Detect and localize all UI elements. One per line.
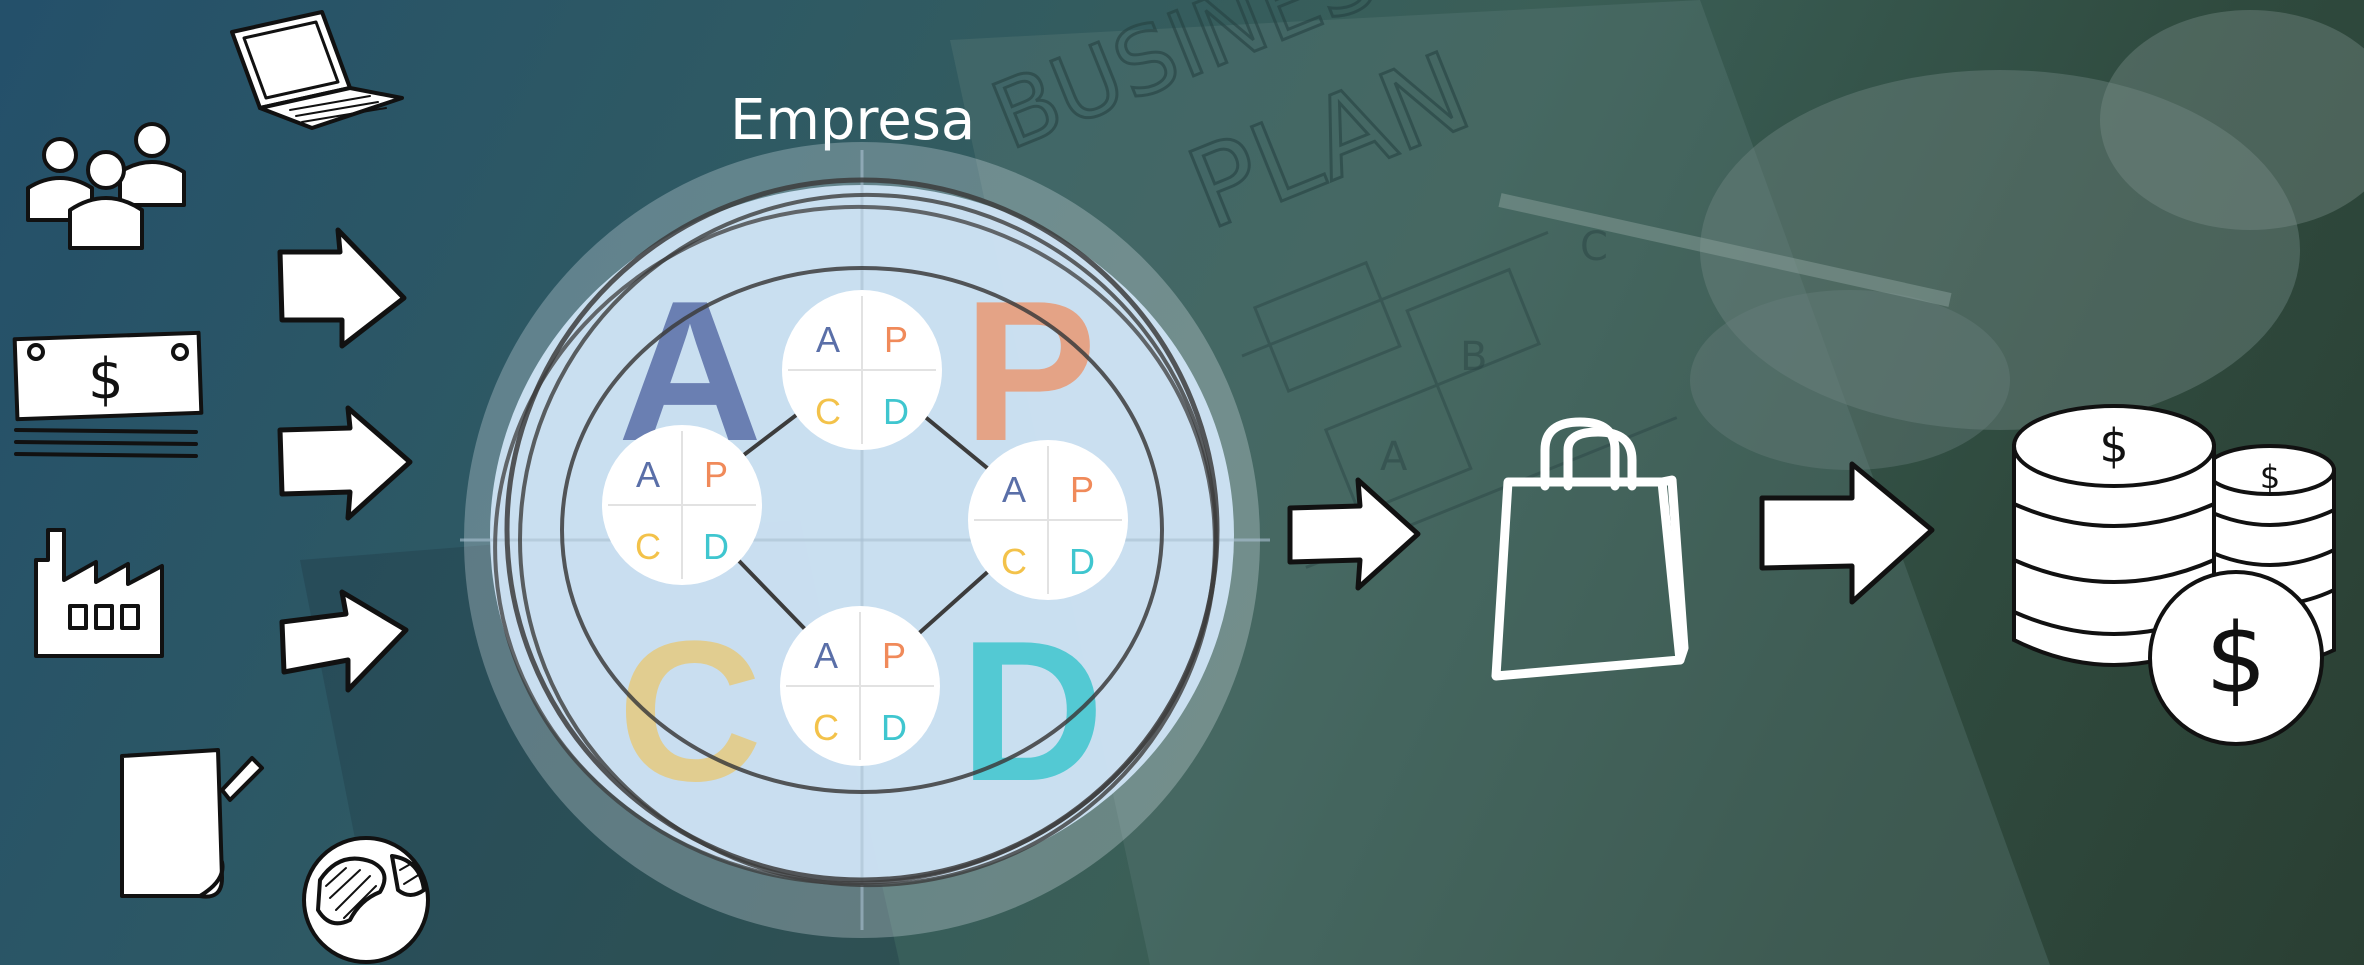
coin-symbol-front: $ bbox=[2205, 603, 2266, 715]
coin-symbol-top: $ bbox=[2099, 419, 2128, 473]
laptop-icon bbox=[230, 10, 404, 130]
arrow-to-coins bbox=[1759, 461, 1935, 605]
node-right-letter-d: D bbox=[1069, 541, 1095, 582]
node-top: A P C D bbox=[782, 290, 942, 450]
document-icon bbox=[120, 748, 264, 899]
node-bottom-letter-a: A bbox=[814, 635, 838, 676]
node-right-letter-a: A bbox=[1002, 469, 1026, 510]
sketch-letter-b: B bbox=[1460, 334, 1487, 380]
people-icon bbox=[26, 122, 186, 250]
money-symbol: $ bbox=[88, 347, 124, 412]
arrow-input-3 bbox=[279, 589, 409, 693]
node-left: A P C D bbox=[602, 425, 762, 585]
factory-icon bbox=[34, 528, 164, 658]
node-top-letter-a: A bbox=[816, 319, 840, 360]
node-bottom-letter-c: C bbox=[813, 707, 839, 748]
coins-stack-icon bbox=[2012, 404, 2336, 746]
globe-icon bbox=[302, 836, 430, 964]
coin-symbol-small: $ bbox=[2260, 458, 2280, 496]
node-left-letter-p: P bbox=[704, 454, 728, 495]
arrow-input-2 bbox=[277, 405, 413, 521]
money-icon bbox=[12, 330, 204, 458]
shopping-bag-icon bbox=[1491, 417, 1689, 681]
node-right-letter-p: P bbox=[1070, 469, 1094, 510]
inner-ring bbox=[560, 266, 1164, 794]
node-left-letter-a: A bbox=[636, 454, 660, 495]
node-top-letter-p: P bbox=[884, 319, 908, 360]
node-top-letter-d: D bbox=[883, 391, 909, 432]
node-right-letter-c: C bbox=[1001, 541, 1027, 582]
arrow-to-bag bbox=[1287, 477, 1421, 591]
node-bottom-letter-d: D bbox=[881, 707, 907, 748]
node-right: A P C D bbox=[968, 440, 1128, 600]
node-left-letter-d: D bbox=[703, 526, 729, 567]
diagram-title: Empresa bbox=[730, 88, 976, 153]
sketch-letter-c: C bbox=[1580, 224, 1608, 270]
quadrant-letter-c: C bbox=[618, 600, 762, 823]
arrow-input-1 bbox=[277, 227, 407, 349]
node-left-letter-c: C bbox=[635, 526, 661, 567]
node-top-letter-c: C bbox=[815, 391, 841, 432]
node-bottom: A P C D bbox=[780, 606, 940, 766]
sketch-letter-a: A bbox=[1380, 434, 1408, 480]
node-bottom-letter-p: P bbox=[882, 635, 906, 676]
